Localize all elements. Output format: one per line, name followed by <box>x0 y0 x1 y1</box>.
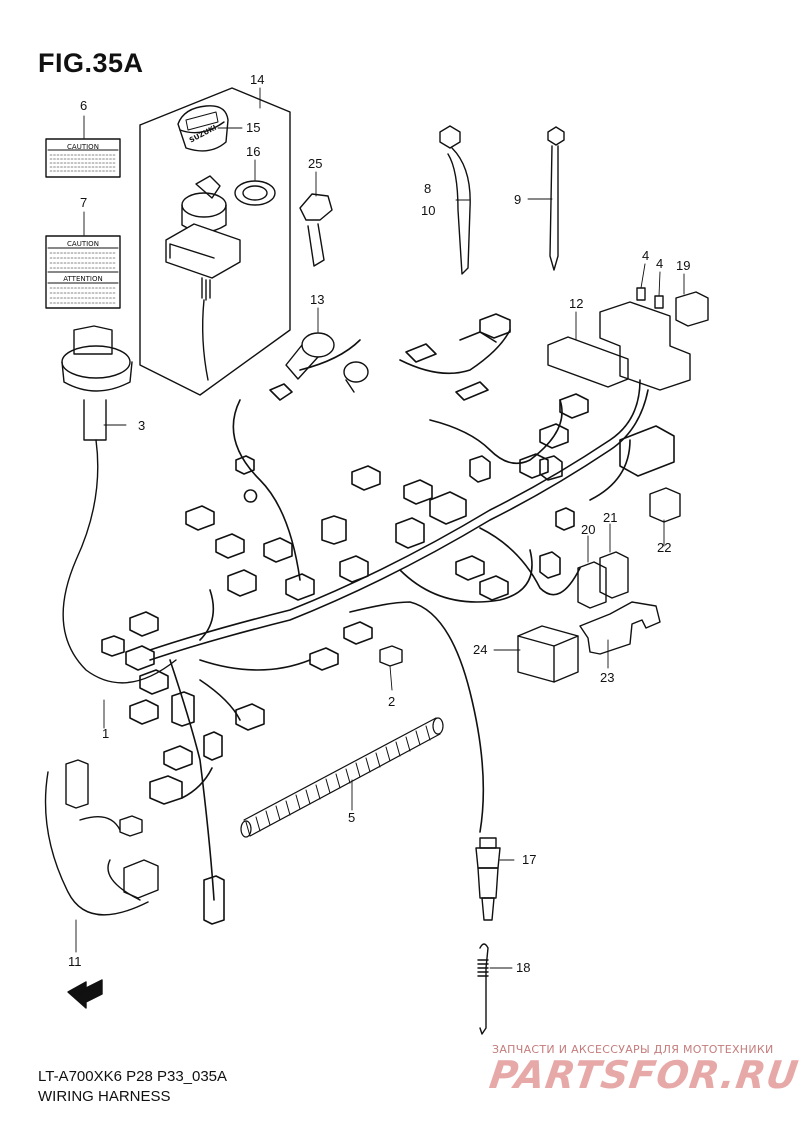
relay-19 <box>675 291 709 327</box>
harness-11 <box>44 759 159 916</box>
callout-23: 23 <box>600 670 614 685</box>
callout-17: 17 <box>522 852 536 867</box>
watermark-logo: PARTSFOR.RU <box>486 1053 800 1097</box>
harness-1 <box>101 313 675 925</box>
figure-name: WIRING HARNESS <box>38 1088 171 1105</box>
callout-2: 2 <box>388 694 395 709</box>
ignition-switch-assembly <box>139 87 291 396</box>
watermark-tagline: ЗАПЧАСТИ И АКСЕССУАРЫ ДЛЯ МОТОТЕХНИКИ <box>492 1043 774 1056</box>
callout-14: 14 <box>250 72 264 87</box>
fuse-4b <box>654 295 664 309</box>
callout-11: 11 <box>68 954 82 969</box>
callout-10: 10 <box>421 203 435 218</box>
key-25 <box>299 193 333 267</box>
callout-25: 25 <box>308 156 322 171</box>
fwd-arrow-icon <box>67 979 103 1009</box>
callout-5: 5 <box>348 810 355 825</box>
callout-8: 8 <box>424 181 431 196</box>
cable-tie-8-10 <box>439 125 471 275</box>
callout-6: 6 <box>80 98 87 113</box>
fuse-box <box>599 301 691 391</box>
accessory-socket-13 <box>285 332 369 393</box>
callout-16: 16 <box>246 144 260 159</box>
fuse-4a <box>636 287 646 301</box>
callout-13: 13 <box>310 292 324 307</box>
figure-code: LT-A700XK6 P28 P33_035A <box>38 1068 228 1085</box>
cap-2 <box>379 645 403 667</box>
caution-text-7: CAUTION <box>67 240 99 248</box>
caution-label-7 <box>45 235 121 309</box>
protector-tube-5 <box>240 717 444 838</box>
callouts: 1 2 3 4 4 5 6 7 8 10 9 11 12 13 14 15 16… <box>68 72 690 975</box>
callout-9: 9 <box>514 192 521 207</box>
module-24 <box>517 625 579 683</box>
caution-label-6 <box>45 138 121 178</box>
connector-22 <box>649 487 681 523</box>
attention-text-7: ATTENTION <box>63 275 102 283</box>
callout-22: 22 <box>657 540 671 555</box>
callout-12: 12 <box>569 296 583 311</box>
figure-title: FIG.35A <box>38 48 144 78</box>
callout-15: 15 <box>246 120 260 135</box>
pin-18 <box>477 943 489 1035</box>
harness-3 <box>61 325 177 684</box>
callout-24: 24 <box>473 642 487 657</box>
relay-20 <box>577 561 607 609</box>
callout-18: 18 <box>516 960 530 975</box>
bracket-23 <box>579 601 661 655</box>
callout-4a: 4 <box>642 248 649 263</box>
callout-3: 3 <box>138 418 145 433</box>
callout-7: 7 <box>80 195 87 210</box>
cable-tie-9 <box>547 126 565 271</box>
sensor-17 <box>475 837 501 921</box>
bracket-12 <box>547 336 629 388</box>
callout-4b: 4 <box>656 256 663 271</box>
relay-21 <box>599 551 629 599</box>
callout-21: 21 <box>603 510 617 525</box>
caution-text-6: CAUTION <box>67 143 99 151</box>
callout-19: 19 <box>676 258 690 273</box>
leader-lines <box>75 87 685 969</box>
callout-1: 1 <box>102 726 109 741</box>
callout-20: 20 <box>581 522 595 537</box>
